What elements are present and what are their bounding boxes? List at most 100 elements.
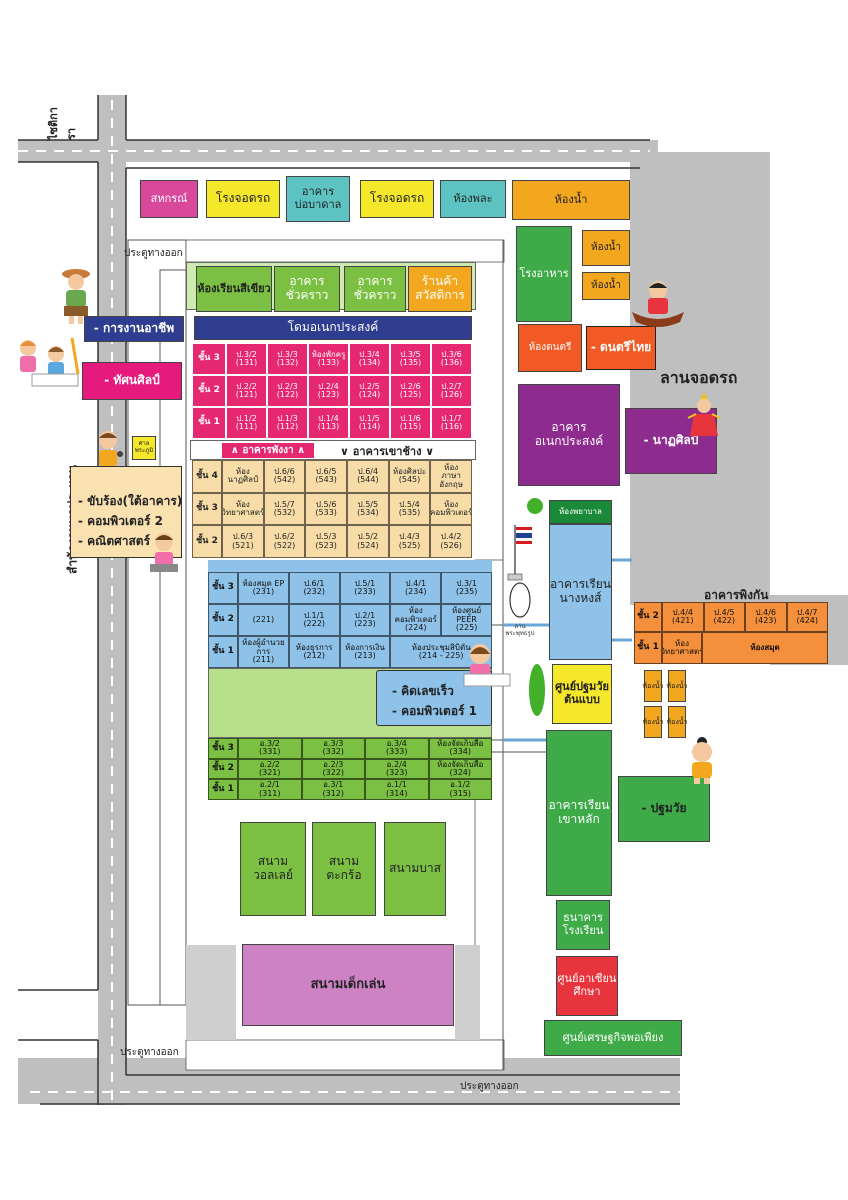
room-cell: ป.2/7(126) <box>431 375 472 407</box>
phingan-building-label: อาคารพิงกัน <box>704 588 769 602</box>
room-cell: ป.5/4(535) <box>388 492 431 526</box>
room-cell: ป.2/5(124) <box>349 375 390 407</box>
room-cell: ห้องผู้อำนวยการ(211) <box>238 636 289 668</box>
room-cell: ห้องวิทยาศาสตร์ <box>222 492 264 526</box>
parking-shed-2: โรงจอดรถ <box>360 180 434 218</box>
welfare-shop: ร้านค้า สวัสดิการ <box>408 266 472 312</box>
parking-shed-1: โรงจอดรถ <box>206 180 280 218</box>
singing-label: - ขับร้อง(ใต้อาคาร) <box>78 494 183 508</box>
room-cell: ป.4/1(234) <box>390 572 442 604</box>
gate-bottom-label: ประตูทางออก <box>460 1081 519 1092</box>
floor-label: ชั้น 3 <box>208 738 238 759</box>
multipurpose-building: อาคาร อเนกประสงค์ <box>518 384 620 486</box>
floor-label: ชั้น 2 <box>192 525 222 558</box>
room-cell: ป.1/3(112) <box>267 407 308 439</box>
toilet-c: ห้องน้ำ <box>643 670 663 702</box>
room-cell: ป.5/1(233) <box>339 572 391 604</box>
room-cell: อ.3/2(331) <box>238 738 302 759</box>
floor-label: ชั้น 3 <box>192 343 226 375</box>
left-activity-box <box>70 466 182 558</box>
floor-label: ชั้น 2 <box>208 604 238 636</box>
room-cell: ป.2/6(125) <box>390 375 431 407</box>
room-cell: ห้องศูนย์ PEER(225) <box>441 604 492 636</box>
math-label: - คณิตศาสตร์ <box>78 534 151 548</box>
reading-child-figure <box>463 644 511 687</box>
art-children-figure <box>20 337 80 387</box>
room-cell: ป.4/7(424) <box>786 602 828 632</box>
pond-building: อาคาร บ่อบาดาล <box>286 176 350 222</box>
computer1-label: - คอมพิวเตอร์ 1 <box>392 704 478 718</box>
room-cell: ป.4/5(422) <box>703 602 745 632</box>
career-label: - การงานอาชีพ <box>84 316 184 342</box>
art-label: - ทัศนศิลป์ <box>82 362 182 400</box>
canteen: โรงอาหาร <box>516 226 572 322</box>
room-cell: ป.5/3(523) <box>305 525 347 558</box>
room-cell: ป.3/2(131) <box>226 343 267 375</box>
room-cell: ป.1/4(113) <box>308 407 349 439</box>
floor-label: ชั้น 2 <box>192 375 226 407</box>
room-cell: ป.2/1(223) <box>339 604 391 636</box>
parking-lot-area <box>630 155 770 605</box>
room-cell: ป.3/4(134) <box>349 343 390 375</box>
room-cell: ป.1/5(114) <box>349 407 390 439</box>
room-cell: ห้องจัดเก็บสื่อ(334) <box>428 738 492 759</box>
sufficiency-center: ศูนย์เศรษฐกิจพอเพียง <box>544 1020 682 1056</box>
floor-label: ชั้น 4 <box>192 460 222 493</box>
room-cell: ห้องศิลปะ(545) <box>388 460 431 493</box>
kindergarten-label: - ปฐมวัย <box>618 776 710 842</box>
green-classroom: ห้องเรียนสีเขียว <box>196 266 272 312</box>
room-cell: ป.6/5(543) <box>305 460 347 493</box>
asean-center: ศูนย์อาเซียน ศึกษา <box>556 956 618 1016</box>
toilet-e: ห้องน้ำ <box>643 706 663 738</box>
singer-child-figure <box>99 431 123 466</box>
coop-building: สหกรณ์ <box>140 180 198 218</box>
room-cell: ป.1/2(111) <box>226 407 267 439</box>
room-cell: อ.3/3(332) <box>301 738 365 759</box>
music-room: ห้องดนตรี <box>518 324 582 372</box>
road-top <box>18 140 658 162</box>
room-cell: ป.1/1(222) <box>288 604 340 636</box>
room-cell: ห้องธุรการ(212) <box>288 636 340 668</box>
computer2-label: - คอมพิวเตอร์ 2 <box>78 514 164 528</box>
phingan-floor1: ชั้น 1 ห้องวิทยาศาสตร์ ห้องสมุด <box>634 632 828 664</box>
takraw-court: สนาม ตะกร้อ <box>312 822 376 916</box>
thai-music-label: - ดนตรีไทย <box>586 326 656 370</box>
buddha-plaza-label: ลาน พระพุทธรูป <box>505 623 535 637</box>
computer-child-figure <box>150 533 178 572</box>
nurse-room: ห้องพยาบาล <box>549 500 612 524</box>
playground: สนามเด็กเล่น <box>242 944 454 1026</box>
room-cell: ป.5/6(533) <box>305 492 347 526</box>
sports-room: ห้องพละ <box>440 180 506 218</box>
toilet-a: ห้องน้ำ <box>582 230 630 266</box>
room-cell: ป.6/1(232) <box>288 572 340 604</box>
room-cell: ป.4/2(526) <box>430 525 472 558</box>
floor-label: ชั้น 2 <box>634 602 662 632</box>
room-cell: ป.2/4(123) <box>308 375 349 407</box>
room-cell: อ.2/2(321) <box>238 758 302 780</box>
room-cell: ป.5/7(532) <box>263 492 306 526</box>
toilet-f: ห้องน้ำ <box>667 706 687 738</box>
room-cell: ป.6/3(521) <box>222 525 264 558</box>
room-cell: ห้องภาษาอังกฤษ <box>430 460 472 493</box>
floor-label: ชั้น 1 <box>208 636 238 668</box>
gate-top-label: ประตูทางออก <box>124 248 183 259</box>
floor-label: ชั้น 1 <box>634 632 662 664</box>
room-cell: ป.3/3(132) <box>267 343 308 375</box>
toilet-top: ห้องน้ำ <box>512 180 630 220</box>
farmer-child-figure <box>62 269 90 324</box>
room-cell: อ.2/3(322) <box>301 758 365 780</box>
room-cell: ป.6/2(522) <box>263 525 306 558</box>
nanghong-building: อาคารเรียน นางหงส์ <box>549 524 612 660</box>
room-cell: อ.3/1(312) <box>301 779 365 800</box>
school-bank: ธนาคาร โรงเรียน <box>556 900 610 950</box>
gate-left-bottom-label: ประตูทางออก <box>120 1047 179 1058</box>
room-cell: (221) <box>238 604 289 636</box>
room-cell: ป.4/3(525) <box>388 525 431 558</box>
volleyball-court: สนาม วอลเลย์ <box>240 822 306 916</box>
room-cell: ป.5/5(534) <box>347 492 389 526</box>
